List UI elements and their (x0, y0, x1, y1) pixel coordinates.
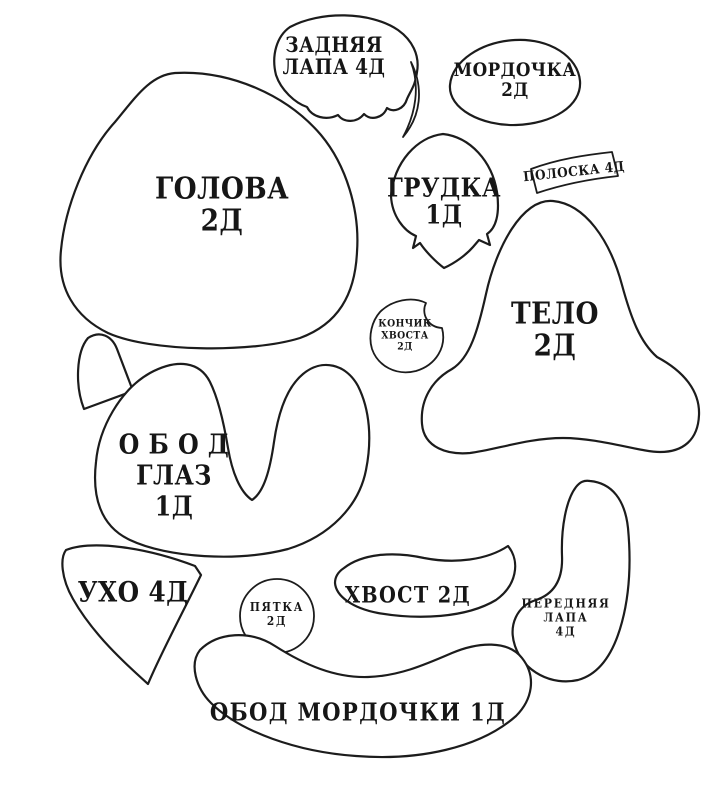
tail-piece-outline (333, 544, 517, 618)
label-chest: ГРУДКА 1Д (386, 173, 502, 231)
muzzle-piece-outline (448, 38, 582, 127)
ear-piece-outline (61, 544, 203, 686)
stripe-piece-outline (530, 151, 619, 194)
label-eye-rim: О Б О Д ГЛАЗ 1Д (118, 429, 230, 523)
label-front-paw: ПЕРЕДНЯЯ ЛАПА 4Д (521, 595, 611, 638)
label-heel: ПЯТКА 2Д (249, 600, 305, 628)
label-back-paw: ЗАДНЯЯ ЛАПА 4Д (282, 31, 386, 79)
label-muzzle: МОРДОЧКА 2Д (453, 59, 577, 101)
label-muzzle-rim: ОБОД МОРДОЧКИ 1Д (209, 697, 507, 727)
back-paw-piece-outline (273, 14, 419, 122)
label-tail-tip: КОНЧИК ХВОСТА 2Д (378, 317, 432, 353)
eye-rim-piece-outline (94, 362, 371, 558)
label-ear: УХО 4Д (77, 575, 189, 609)
front-paw-piece-outline (511, 479, 631, 683)
tail-tip-piece-outline (369, 298, 445, 374)
head-piece-outline (59, 71, 359, 350)
muzzle-rim-piece-outline (193, 634, 533, 759)
label-head: ГОЛОВА 2Д (154, 171, 290, 238)
label-body: ТЕЛО 2Д (511, 296, 599, 363)
label-tail: ХВОСТ 2Д (344, 582, 472, 609)
chest-piece-outline (389, 132, 500, 270)
nose-piece-outline (76, 333, 135, 411)
small-crescent-piece-outline (402, 61, 420, 138)
body-piece-outline (420, 199, 701, 455)
